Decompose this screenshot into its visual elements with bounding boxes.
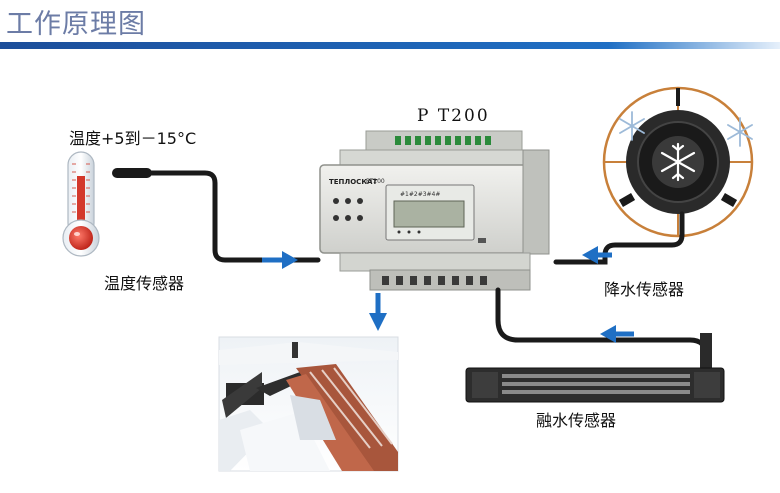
melt-sensor-cable	[495, 287, 712, 373]
temp-signal-arrow	[262, 251, 298, 269]
temp-sensor-label: 温度传感器	[104, 274, 185, 293]
temp-range-label: 温度+5到－15°C	[69, 129, 197, 148]
heated-roof-photo	[218, 336, 399, 472]
temp-sensor-cable	[112, 168, 321, 263]
snowflake-icon	[660, 142, 696, 182]
controller-model-small: РТ200	[366, 178, 385, 185]
precip-sensor-label: 降水传感器	[604, 280, 685, 299]
header-divider	[0, 42, 780, 49]
page-title: 工作原理图	[6, 9, 146, 40]
meltwater-sensor	[465, 367, 725, 403]
controller-display-text: #1#2#3#4#	[400, 191, 441, 198]
precipitation-sensor	[602, 86, 754, 238]
precip-signal-arrow	[582, 246, 612, 264]
snowflake-icon	[619, 111, 753, 147]
heating-output-arrow	[369, 293, 387, 331]
thermometer-icon	[62, 151, 100, 257]
melt-signal-arrow	[600, 325, 634, 343]
controller-pt200	[319, 130, 550, 291]
controller-model-label: P T200	[417, 106, 490, 126]
controller-brand: ТЕПЛОСКАТ	[329, 178, 378, 186]
melt-sensor-label: 融水传感器	[536, 411, 617, 430]
